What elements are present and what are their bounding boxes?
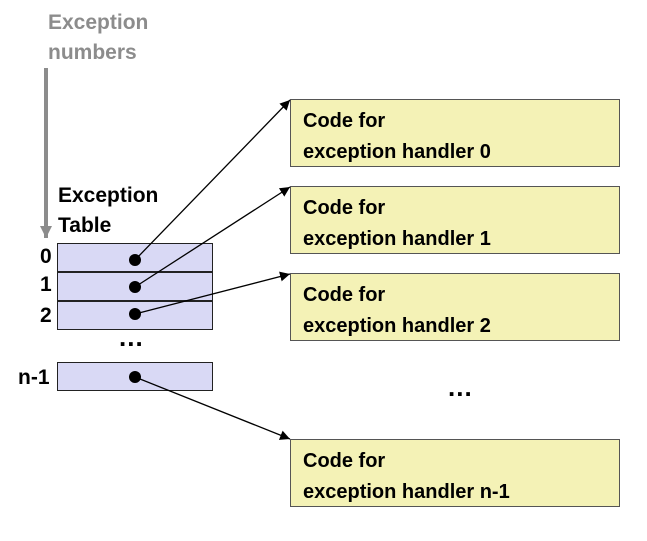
exception-numbers-label: Exception numbers <box>48 8 148 68</box>
table-index-2: 2 <box>40 304 52 327</box>
pointer-dot-1 <box>129 281 141 293</box>
pointer-dot-2 <box>129 308 141 320</box>
handler-n-1-line1: Code for <box>303 450 386 472</box>
pointer-arrow-0 <box>134 99 291 261</box>
handler-2-line1: Code for <box>303 284 386 306</box>
handler-box-2: Code for exception handler 2 <box>290 273 620 341</box>
pointer-arrow-2 <box>134 271 291 315</box>
handler-1-line1: Code for <box>303 197 386 219</box>
exception-numbers-line1: Exception <box>48 11 149 34</box>
handler-box-1: Code for exception handler 1 <box>290 186 620 254</box>
table-index-0: 0 <box>40 245 52 268</box>
handler-ellipsis: ... <box>448 372 473 402</box>
handler-box-0: Code for exception handler 0 <box>290 99 620 167</box>
pointer-arrow-1 <box>134 186 291 288</box>
handler-n-1-line2: exception handler n-1 <box>303 481 510 503</box>
handler-2-line2: exception handler 2 <box>303 315 491 337</box>
table-index-n-1: n-1 <box>18 366 50 389</box>
handler-1-line2: exception handler 1 <box>303 228 491 250</box>
handler-0-line2: exception handler 0 <box>303 141 491 163</box>
table-ellipsis: ... <box>119 322 144 352</box>
pointer-dot-0 <box>129 254 141 266</box>
table-index-1: 1 <box>40 273 52 296</box>
handler-0-line1: Code for <box>303 110 386 132</box>
exception-table-line1: Exception <box>58 184 159 207</box>
handler-box-n-1: Code for exception handler n-1 <box>290 439 620 507</box>
exception-numbers-line2: numbers <box>48 41 137 64</box>
pointer-arrow-n-1 <box>134 376 291 440</box>
exception-table-label: Exception Table <box>58 181 158 241</box>
pointer-dot-n-1 <box>129 371 141 383</box>
exception-table-line2: Table <box>58 214 112 237</box>
